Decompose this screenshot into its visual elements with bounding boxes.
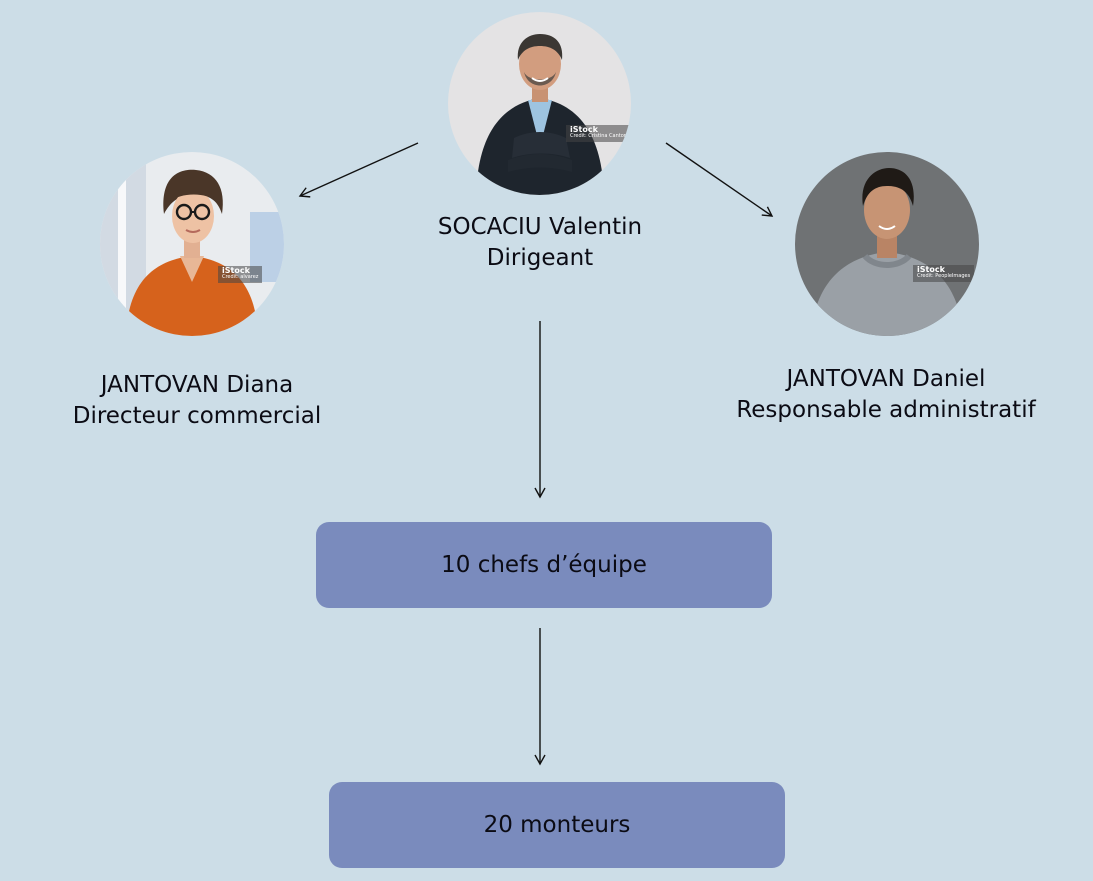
admin-name: JANTOVAN Daniel <box>786 366 986 392</box>
admin-label: JANTOVAN Daniel Responsable administrati… <box>694 364 1078 426</box>
commercial-photo: iStock Credit: alvarez <box>100 152 284 336</box>
team-leads-box: 10 chefs d’équipe <box>316 522 772 608</box>
watermark-brand: iStock <box>222 266 250 275</box>
watermark-credit: Credit: Cristina Cantoni <box>570 133 629 140</box>
watermark-brand: iStock <box>570 125 598 134</box>
ceo-label: SOCACIU Valentin Dirigeant <box>402 212 678 274</box>
admin-photo-watermark: iStock Credit: PeopleImages <box>913 265 975 282</box>
fitters-label: 20 monteurs <box>483 812 631 838</box>
team-leads-label: 10 chefs d’équipe <box>441 552 647 578</box>
commercial-name: JANTOVAN Diana <box>100 372 294 398</box>
arrow-to-commercial <box>298 142 419 198</box>
ceo-role: Dirigeant <box>486 245 594 271</box>
admin-photo: iStock Credit: PeopleImages <box>795 152 979 336</box>
admin-role: Responsable administratif <box>736 397 1036 423</box>
commercial-role: Directeur commercial <box>72 403 322 429</box>
ceo-photo-watermark: iStock Credit: Cristina Cantoni <box>566 125 631 142</box>
commercial-photo-watermark: iStock Credit: alvarez <box>218 266 263 283</box>
watermark-brand: iStock <box>917 265 945 274</box>
commercial-label: JANTOVAN Diana Directeur commercial <box>40 370 354 432</box>
commercial-portrait <box>100 152 284 336</box>
arrow-to-admin <box>665 142 774 217</box>
fitters-box: 20 monteurs <box>329 782 785 868</box>
admin-portrait <box>795 152 979 336</box>
watermark-credit: Credit: PeopleImages <box>917 273 971 280</box>
ceo-portrait <box>448 12 631 195</box>
watermark-credit: Credit: alvarez <box>222 274 259 281</box>
ceo-name: SOCACIU Valentin <box>437 214 643 240</box>
ceo-photo: iStock Credit: Cristina Cantoni <box>448 12 631 195</box>
